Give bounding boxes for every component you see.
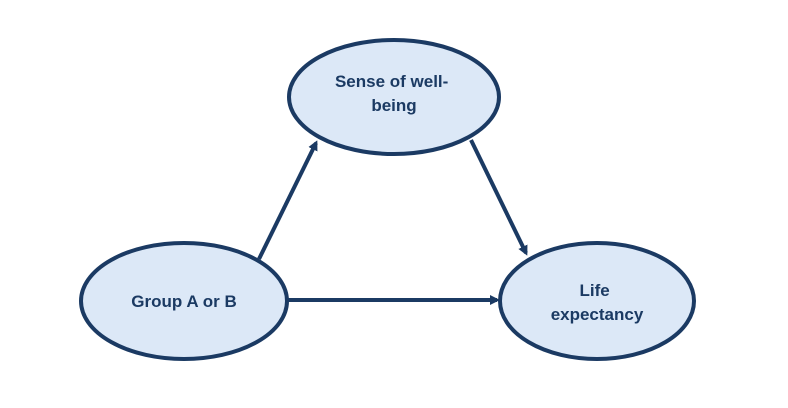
node-wellbeing-shape	[287, 38, 501, 156]
node-wellbeing: Sense of well- being	[287, 38, 501, 156]
node-group: Group A or B	[79, 241, 289, 361]
node-group-label-line1: Group A or B	[131, 292, 236, 311]
node-group-shape	[79, 241, 289, 361]
edge-wellbeing-to-life	[469, 139, 528, 256]
edge-group-to-wellbeing	[257, 140, 318, 260]
node-life-label-line1: Life	[580, 281, 610, 300]
node-life-label-line2: expectancy	[551, 305, 644, 324]
node-wellbeing-label-line2: being	[371, 96, 416, 115]
node-wellbeing-label: Sense of well- being	[335, 72, 453, 115]
node-group-label: Group A or B	[131, 292, 236, 311]
node-life: Life expectancy	[498, 241, 696, 361]
node-life-label: Life expectancy	[551, 281, 644, 324]
node-life-shape	[498, 241, 696, 361]
node-wellbeing-label-line1: Sense of well-	[335, 72, 448, 91]
